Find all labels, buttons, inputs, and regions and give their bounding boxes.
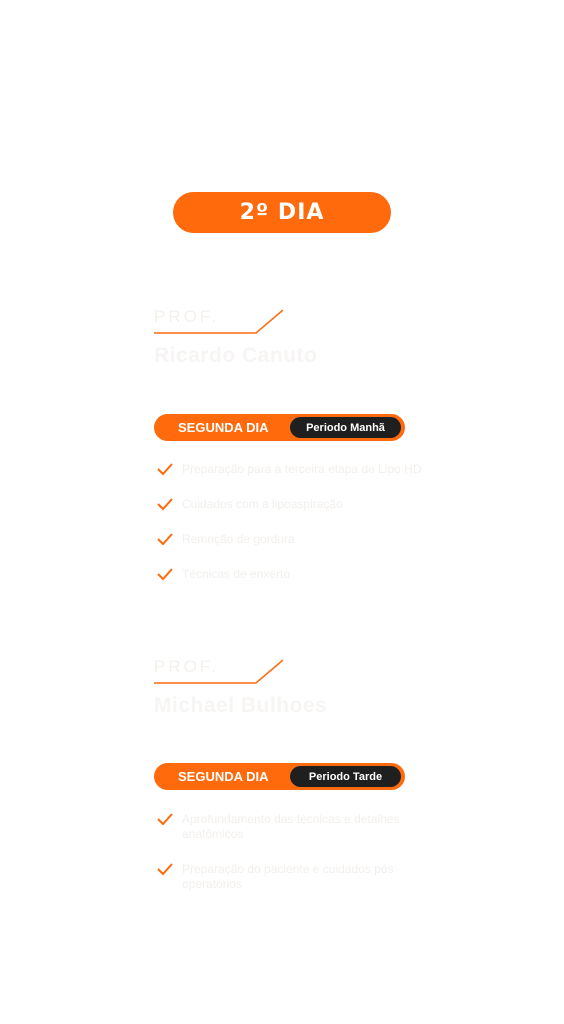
- check-icon: [157, 813, 173, 826]
- session-day: SEGUNDA DIA: [178, 420, 269, 435]
- list-item: Remoção de gordura: [156, 532, 426, 547]
- prof-underline-icon: [154, 659, 284, 684]
- day-badge-label: 2º DIA: [239, 200, 325, 225]
- list-item: Técnicas de enxerto: [156, 567, 426, 582]
- prof-name: Michael Bulhoes: [154, 694, 328, 717]
- professor-block-2: PROF. Michael Bulhoes: [154, 656, 414, 718]
- day-badge: 2º DIA: [173, 192, 391, 233]
- list-item: Preparação para a terceira etapa de Lipo…: [156, 462, 426, 477]
- topic-list-1: Preparação para a terceira etapa de Lipo…: [156, 462, 426, 582]
- check-icon: [157, 463, 173, 476]
- check-icon: [157, 568, 173, 581]
- check-icon: [157, 863, 173, 876]
- topic-text: Técnicas de enxerto: [182, 567, 291, 581]
- session-day: SEGUNDA DIA: [178, 769, 269, 784]
- check-icon: [157, 498, 173, 511]
- topic-text: Cuidados com a lipoaspiração: [182, 497, 343, 511]
- topic-text: Aprofundamento das técnicas e detalhes a…: [182, 812, 400, 841]
- prof-name: Ricardo Canuto: [154, 344, 318, 367]
- list-item: Aprofundamento das técnicas e detalhes a…: [156, 812, 426, 842]
- list-item: Cuidados com a lipoaspiração: [156, 497, 426, 512]
- topic-text: Preparação para a terceira etapa de Lipo…: [182, 462, 422, 476]
- topic-text: Preparação do paciente e cuidados pós op…: [182, 862, 394, 891]
- check-icon: [157, 533, 173, 546]
- professor-block-1: PROF. Ricardo Canuto: [154, 306, 414, 368]
- session-period: Periodo Manhã: [290, 417, 401, 438]
- prof-label: PROF.: [154, 657, 220, 676]
- session-period: Periodo Tarde: [290, 766, 401, 787]
- topic-list-2: Aprofundamento das técnicas e detalhes a…: [156, 812, 426, 892]
- session-bar-1: SEGUNDA DIA Periodo Manhã: [154, 414, 405, 441]
- session-bar-2: SEGUNDA DIA Periodo Tarde: [154, 763, 405, 790]
- list-item: Preparação do paciente e cuidados pós op…: [156, 862, 426, 892]
- topic-text: Remoção de gordura: [182, 532, 295, 546]
- prof-label: PROF.: [154, 307, 220, 326]
- prof-underline-icon: [154, 309, 284, 334]
